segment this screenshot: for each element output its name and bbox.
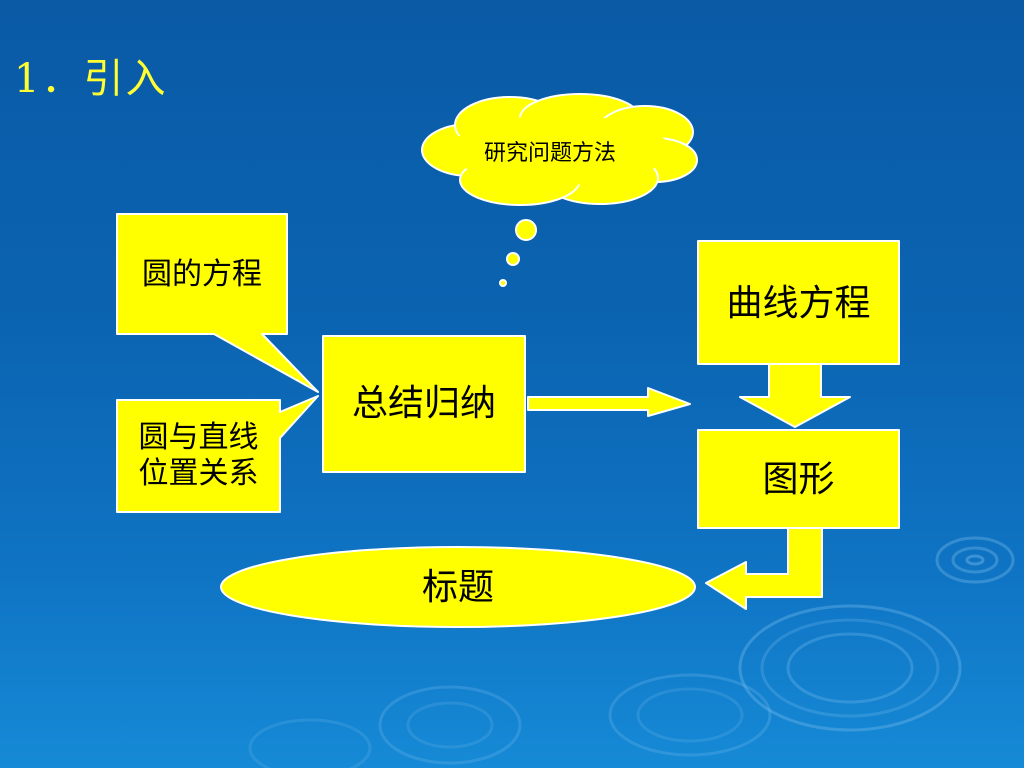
title-ellipse	[220, 546, 696, 628]
callout-circle-line-relation	[116, 395, 319, 513]
right-arrow	[527, 387, 691, 417]
figure-box	[697, 429, 900, 529]
circle-line-relation-line1: 圆与直线	[138, 420, 259, 455]
curve-equation-box	[697, 240, 900, 365]
callout-circle-equation	[116, 213, 319, 393]
slide-title: 1．引入	[14, 56, 168, 102]
thought-bubble-medium	[506, 252, 520, 266]
thought-bubble-large	[515, 219, 537, 241]
circle-line-relation-line2: 位置关系	[138, 456, 259, 491]
thought-cloud-label: 研究问题方法	[483, 140, 616, 166]
title-ellipse-label: 标题	[421, 567, 494, 609]
summary-box-label: 总结归纳	[351, 383, 496, 425]
down-arrow	[739, 363, 851, 428]
circle-equation-label: 圆的方程	[142, 257, 262, 292]
curve-equation-label: 曲线方程	[726, 283, 871, 325]
thought-bubble-small	[499, 279, 507, 287]
circle-line-relation-label: 圆与直线 位置关系	[117, 404, 280, 508]
summary-box	[322, 335, 526, 473]
thought-cloud	[421, 93, 698, 206]
figure-box-label: 图形	[762, 459, 835, 501]
bent-return-arrow	[705, 527, 823, 610]
